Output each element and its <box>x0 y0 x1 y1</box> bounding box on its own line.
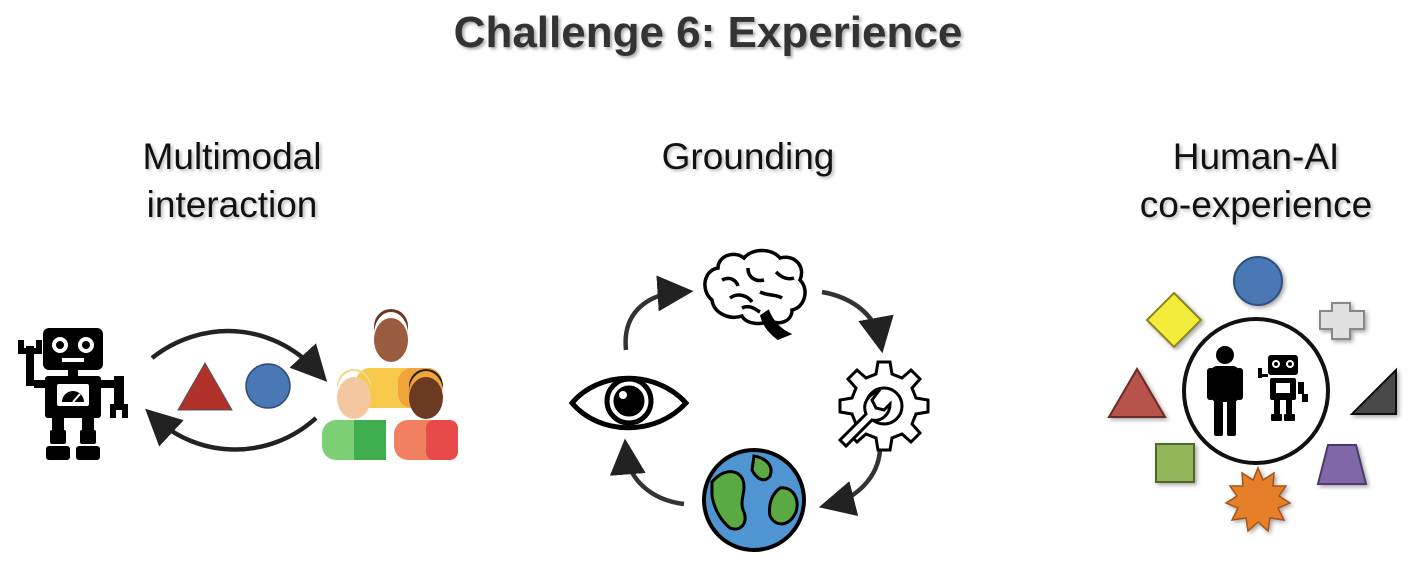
yellow-diamond-icon <box>1145 291 1203 349</box>
robot-icon <box>1258 355 1308 421</box>
heading-line: co-experience <box>1139 184 1373 225</box>
exchange-arrows-icon <box>145 328 328 452</box>
heading-grounding: Grounding <box>598 133 898 181</box>
earth-globe-icon <box>702 448 806 552</box>
gray-cross-icon <box>1319 302 1365 340</box>
black-triangle-icon <box>1349 367 1397 415</box>
page-title: Challenge 6: Experience <box>453 8 963 57</box>
circle-shape-icon <box>245 363 291 409</box>
red-triangle-icon <box>1107 367 1167 418</box>
heading-line: interaction <box>146 184 318 225</box>
heading-line: Human-AI <box>1172 136 1340 177</box>
heading-line: Multimodal <box>142 136 322 177</box>
green-square-icon <box>1155 443 1195 483</box>
gear-wrench-icon <box>837 360 930 452</box>
human-figure-icon <box>1207 346 1243 436</box>
heading-human-ai-co-experience: Human-AI co-experience <box>1106 133 1406 229</box>
people-group-icon <box>322 309 458 460</box>
triangle-shape-icon <box>177 361 233 411</box>
blue-circle-icon <box>1233 256 1283 306</box>
purple-trapezoid-icon <box>1316 444 1368 485</box>
cycle-arrows-icon <box>609 275 894 516</box>
robot-icon <box>18 328 128 460</box>
heading-multimodal-interaction: Multimodal interaction <box>82 133 382 229</box>
eye-icon <box>568 375 690 431</box>
brain-icon <box>703 248 807 340</box>
co-experience-ring <box>1182 317 1330 465</box>
orange-starburst-icon <box>1224 466 1292 533</box>
heading-line: Grounding <box>661 136 835 177</box>
